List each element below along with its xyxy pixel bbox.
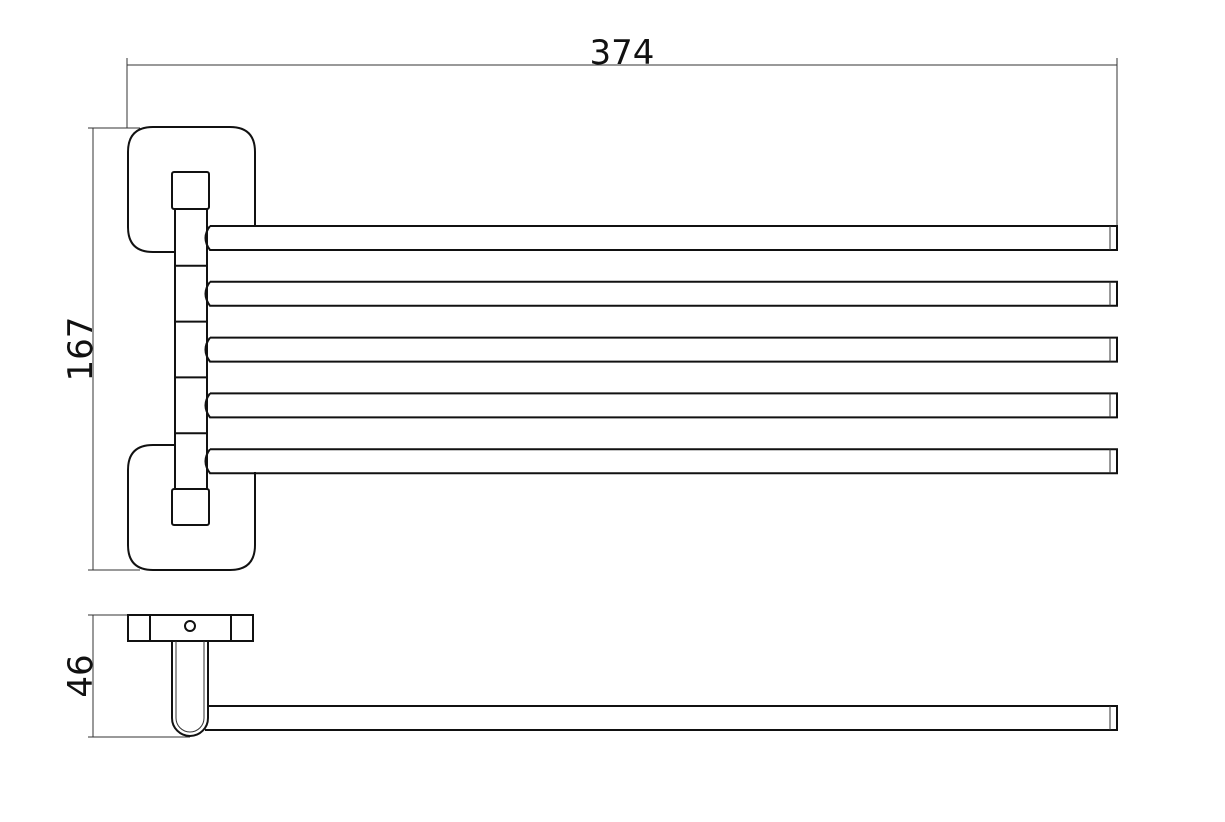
bottom-wall-plate [127, 444, 256, 571]
towel-arm[interactable] [204, 448, 1118, 475]
top-cap [171, 171, 210, 210]
side-view [127, 614, 1118, 737]
bottom-cap [171, 488, 210, 526]
front-view [127, 126, 1118, 571]
towel-arm[interactable] [204, 392, 1118, 419]
side-plate [127, 614, 254, 642]
side-arm [205, 705, 1118, 731]
width-dimension: 374 [126, 33, 1118, 245]
depth-dimension: 46 [61, 614, 190, 738]
height-dimension-label: 167 [61, 317, 101, 382]
towel-arm[interactable] [204, 336, 1118, 363]
pivot-column [174, 208, 208, 490]
depth-dimension-label: 46 [61, 654, 101, 697]
screw-hole [184, 620, 196, 632]
towel-arm[interactable] [204, 225, 1118, 251]
height-dimension: 167 [61, 127, 140, 571]
side-u-bracket [171, 641, 209, 737]
width-dimension-label: 374 [590, 33, 655, 73]
top-wall-plate [127, 126, 256, 253]
towel-arm[interactable] [204, 280, 1118, 307]
